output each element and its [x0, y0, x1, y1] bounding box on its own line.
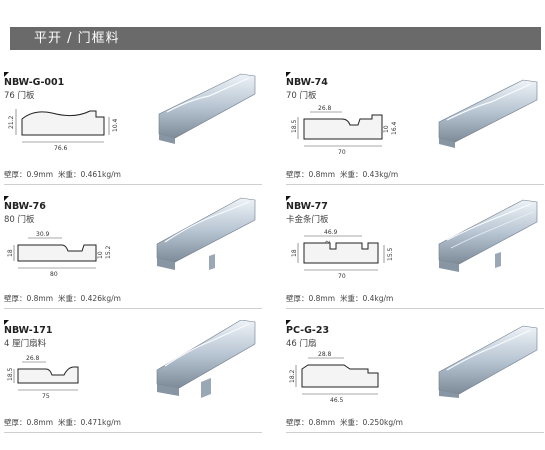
weight-value: 0.471kg/m	[80, 418, 121, 427]
profile-drawing: 26.8 18.5 10 16.4 70	[291, 105, 398, 156]
dim-height-right: 15.5	[387, 247, 394, 261]
dim-notch: 2	[325, 240, 332, 244]
product-code: NBW-G-001	[4, 77, 65, 88]
profile-photo	[156, 320, 256, 398]
product-code: NBW-76	[4, 201, 46, 212]
product-code: NBW-77	[286, 201, 328, 212]
dim-top-width: 26.8	[26, 355, 40, 362]
wall-value: 0.8mm	[26, 418, 54, 427]
section-title: 平开 / 门框料	[34, 31, 120, 46]
dim-width: 80	[50, 271, 58, 278]
profile-drawing: 26.8 18.5 75	[7, 355, 79, 400]
dim-width: 75	[42, 393, 50, 400]
weight-label: 米重：	[58, 170, 81, 179]
dim-top-width: 28.8	[318, 351, 332, 358]
wall-label: 壁厚：	[4, 170, 27, 179]
wall-label: 壁厚：	[286, 418, 309, 427]
wall-value: 0.9mm	[26, 170, 54, 179]
wall-label: 壁厚：	[286, 170, 309, 179]
profile-photo	[158, 73, 256, 144]
product-card: NBW-G-001 76 门板 21.2 10.4 76.6 壁厚：0.9mm …	[4, 72, 262, 185]
product-code: NBW-171	[4, 325, 53, 336]
dim-width: 70	[338, 273, 346, 280]
dim-height-right: 16.4	[391, 121, 398, 135]
product-card: NBW-171 4 厘门扇料 26.8 18.5 75 壁厚：0.8mm 米重：…	[4, 320, 262, 433]
dim-width: 76.6	[54, 145, 68, 152]
corner-mark	[286, 320, 291, 325]
product-name: 80 门板	[4, 215, 35, 225]
wall-value: 0.8mm	[308, 294, 336, 303]
dim-height-left: 18.5	[291, 119, 298, 133]
dim-height-left: 18.2	[289, 369, 296, 383]
weight-value: 0.43kg/m	[362, 170, 399, 179]
card-divider	[4, 308, 262, 309]
card-divider	[286, 308, 544, 309]
dim-height-left: 18	[7, 249, 14, 257]
product-card: NBW-76 80 门板 30.9 18 10 15.2 80 壁厚：0.8mm…	[4, 196, 262, 309]
profile-photo	[438, 199, 538, 272]
product-card: NBW-74 70 门板 26.8 18.5 10 16.4 70 壁厚：0.8…	[286, 72, 544, 185]
product-name: 70 门板	[286, 91, 317, 101]
product-card: NBW-77 卡金条门板 46.9 2 18 15.5 70 壁厚：0.8mm …	[286, 196, 544, 309]
corner-mark	[4, 72, 9, 77]
weight-value: 0.250kg/m	[362, 418, 403, 427]
wall-value: 0.8mm	[308, 170, 336, 179]
dim-top-width: 30.9	[36, 231, 50, 238]
product-code: PC-G-23	[286, 325, 330, 336]
profile-photo	[438, 325, 538, 398]
dim-height-left: 21.2	[8, 115, 15, 129]
product-code: NBW-74	[286, 77, 328, 88]
corner-mark	[286, 196, 291, 201]
wall-label: 壁厚：	[4, 418, 27, 427]
product-name: 卡金条门板	[286, 215, 329, 225]
weight-value: 0.426kg/m	[80, 294, 121, 303]
profile-photo	[156, 197, 256, 270]
product-card: PC-G-23 46 门扇 28.8 18.2 46.5 壁厚：0.8mm 米重…	[286, 320, 544, 433]
weight-value: 0.461kg/m	[80, 170, 121, 179]
profile-photo	[438, 79, 538, 148]
corner-mark	[4, 320, 9, 325]
dim-height-mid: 10	[97, 251, 104, 259]
weight-label: 米重：	[340, 294, 363, 303]
card-divider	[4, 184, 262, 185]
dim-width: 70	[338, 149, 346, 156]
dim-height-right: 10.4	[112, 118, 119, 132]
dim-top-width: 46.9	[324, 229, 338, 236]
product-name: 76 门板	[4, 91, 35, 101]
dim-height-mid: 10	[383, 125, 390, 133]
wall-label: 壁厚：	[4, 294, 27, 303]
section-header: 平开 / 门框料	[10, 27, 541, 50]
corner-mark	[4, 196, 9, 201]
weight-label: 米重：	[340, 170, 363, 179]
card-divider	[286, 184, 544, 185]
profile-drawing: 46.9 2 18 15.5 70	[291, 229, 394, 280]
profile-drawing: 21.2 10.4 76.6	[8, 109, 119, 152]
weight-label: 米重：	[340, 418, 363, 427]
card-divider	[4, 432, 262, 433]
product-name: 46 门扇	[286, 339, 317, 349]
weight-label: 米重：	[58, 294, 81, 303]
wall-value: 0.8mm	[308, 418, 336, 427]
corner-mark	[286, 72, 291, 77]
dim-height-left: 18.5	[7, 367, 14, 381]
dim-top-width: 26.8	[318, 105, 332, 112]
card-divider	[286, 432, 544, 433]
weight-label: 米重：	[58, 418, 81, 427]
weight-value: 0.4kg/m	[362, 294, 394, 303]
dim-width: 46.5	[330, 397, 344, 404]
dim-height-left: 18	[291, 249, 298, 257]
profile-drawing: 28.8 18.2 46.5	[289, 351, 379, 404]
dim-height-right: 15.2	[105, 245, 112, 259]
product-name: 4 厘门扇料	[4, 339, 47, 349]
wall-value: 0.8mm	[26, 294, 54, 303]
wall-label: 壁厚：	[286, 294, 309, 303]
profile-drawing: 30.9 18 10 15.2 80	[7, 231, 112, 278]
